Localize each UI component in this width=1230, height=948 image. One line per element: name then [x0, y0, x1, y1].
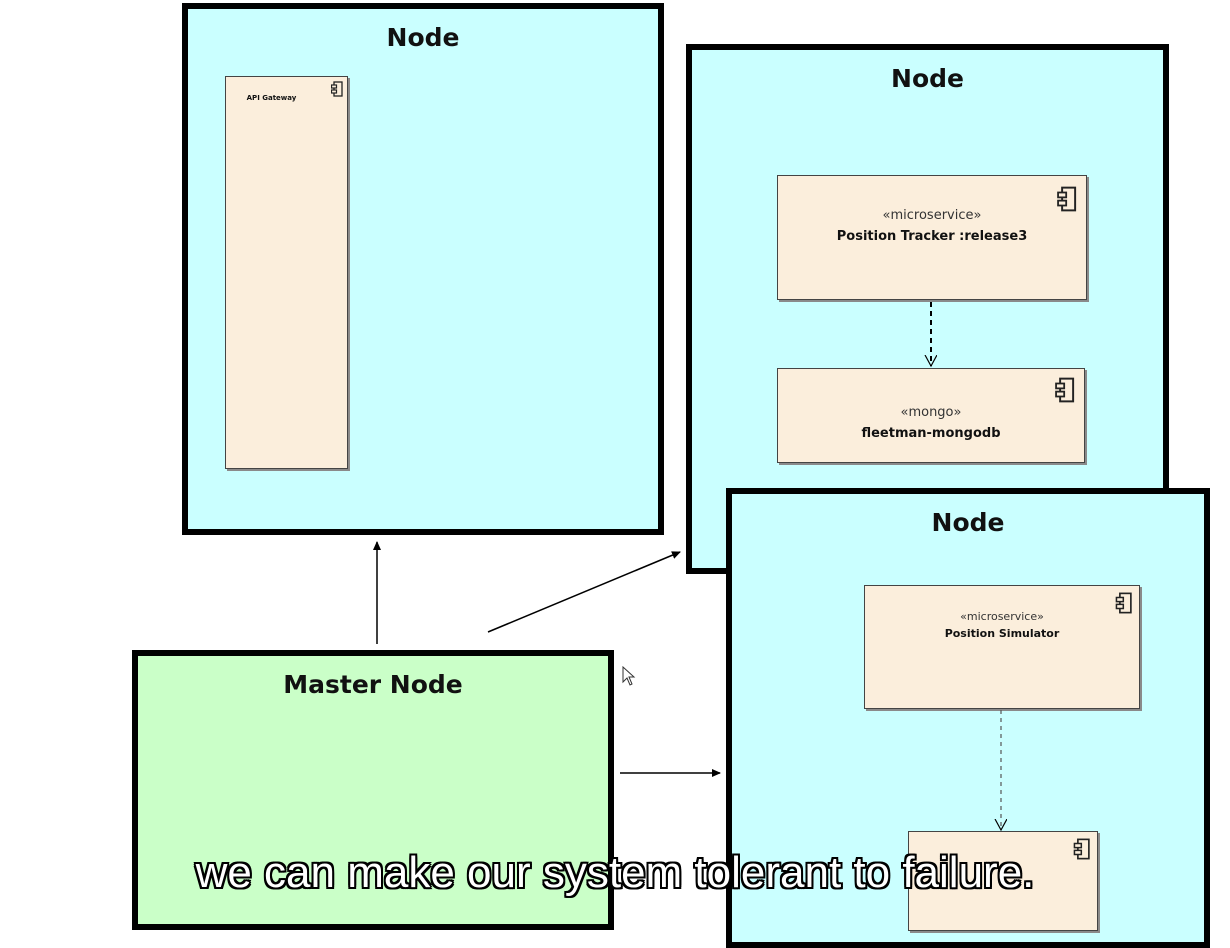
component-api-gateway[interactable]: API Gateway [225, 76, 348, 469]
node-position-simulator[interactable]: Node «microservice» Position Simulator [726, 488, 1210, 948]
component-fleetman-mongodb[interactable]: «mongo» fleetman-mongodb [777, 368, 1085, 463]
component-stereotype: «microservice» [960, 610, 1044, 623]
node-api-gateway[interactable]: Node API Gateway [182, 3, 664, 535]
master-node[interactable]: Master Node [132, 650, 614, 930]
component-position-simulator[interactable]: «microservice» Position Simulator [864, 585, 1140, 709]
node-title: Node [891, 64, 964, 93]
subtitle-caption: we can make our system tolerant to failu… [195, 848, 1035, 897]
node-position-tracker[interactable]: Node «microservice» Position Tracker :re… [686, 44, 1169, 574]
component-unnamed[interactable] [908, 831, 1098, 931]
component-icon [1115, 592, 1132, 614]
component-stereotype: «microservice» [882, 208, 982, 223]
component-name: Position Tracker :release3 [836, 229, 1028, 244]
component-icon [1073, 838, 1090, 860]
node-title: Node [386, 23, 460, 52]
component-name: API Gateway [246, 94, 297, 102]
edge-master-to-tracker-node [487, 551, 681, 633]
component-stereotype: «mongo» [900, 405, 962, 420]
master-node-title: Master Node [283, 670, 463, 699]
component-icon [331, 81, 343, 97]
component-position-tracker[interactable]: «microservice» Position Tracker :release… [777, 175, 1087, 300]
node-title: Node [931, 508, 1005, 537]
component-name: fleetman-mongodb [861, 426, 1001, 441]
component-icon [1057, 186, 1077, 212]
component-name: Position Simulator [944, 627, 1060, 640]
component-icon [1055, 377, 1075, 403]
mouse-cursor-icon [622, 666, 636, 686]
